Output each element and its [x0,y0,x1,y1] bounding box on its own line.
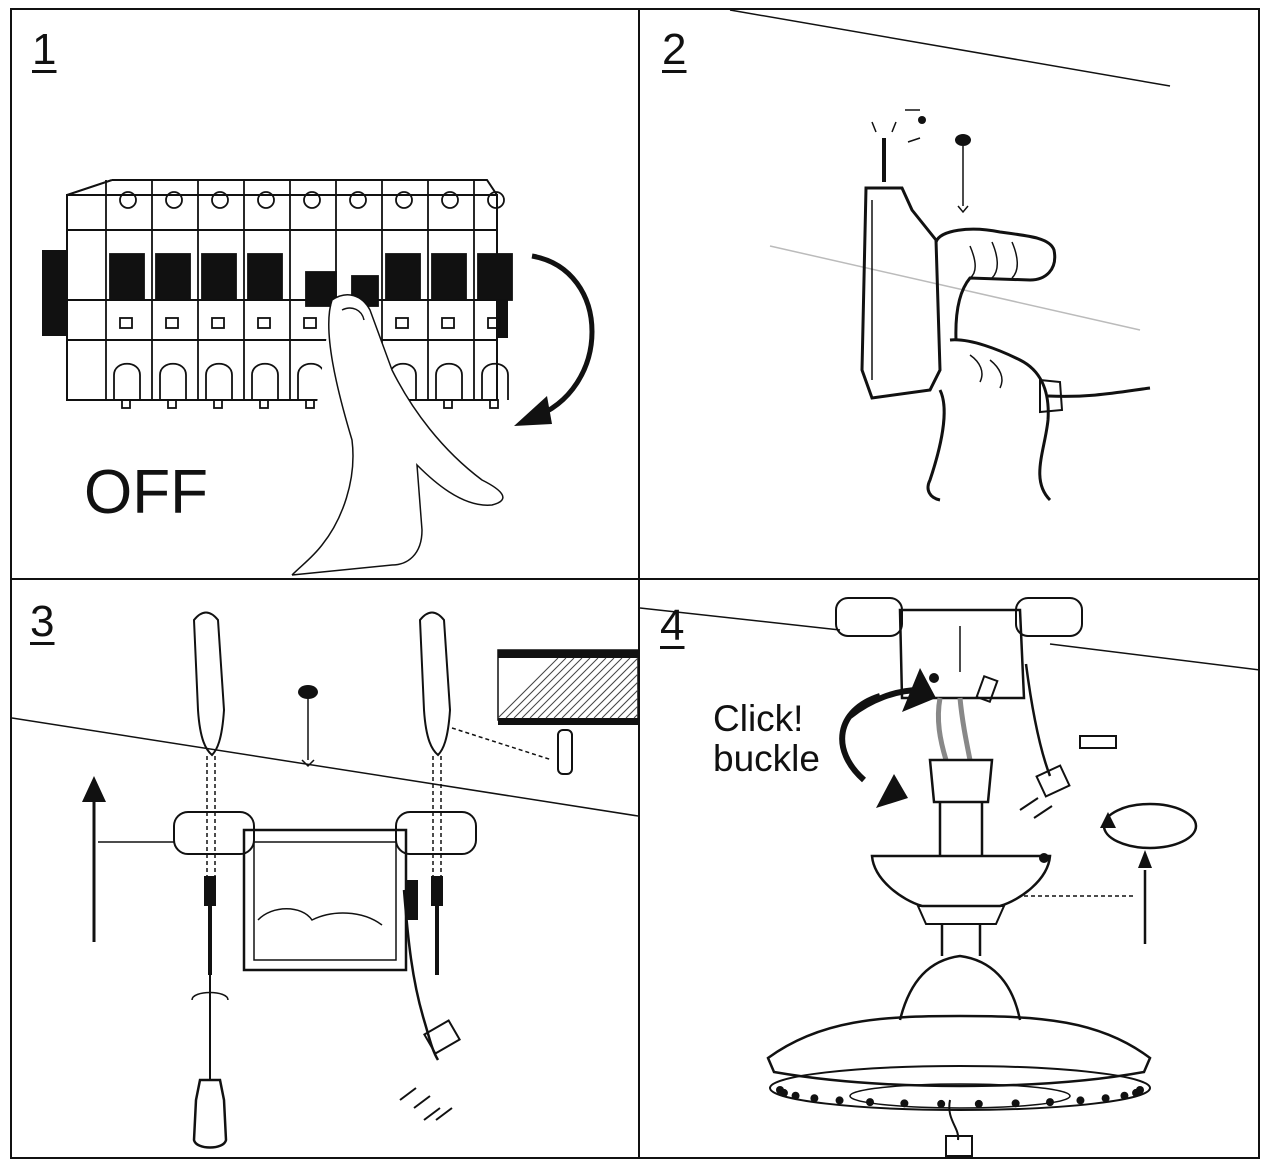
click-label-line1: Click! [713,698,804,739]
panel-3-bracket-illustration [12,611,638,1149]
grid-divider-horizontal [10,578,1260,580]
panel-4-fan-illustration [640,597,1260,1157]
click-label-line2: buckle [713,737,820,779]
step-1-number: 1 [32,25,57,74]
panel-2-drill-illustration [729,10,1171,502]
step-3-number: 3 [30,597,55,646]
panel-1-breaker-illustration [42,179,595,576]
instruction-grid [10,8,1260,1159]
step-2-number: 2 [662,25,687,74]
off-label: OFF [84,458,208,527]
click-buckle-label: Click! buckle [713,699,820,779]
grid-divider-vertical [638,8,640,1159]
